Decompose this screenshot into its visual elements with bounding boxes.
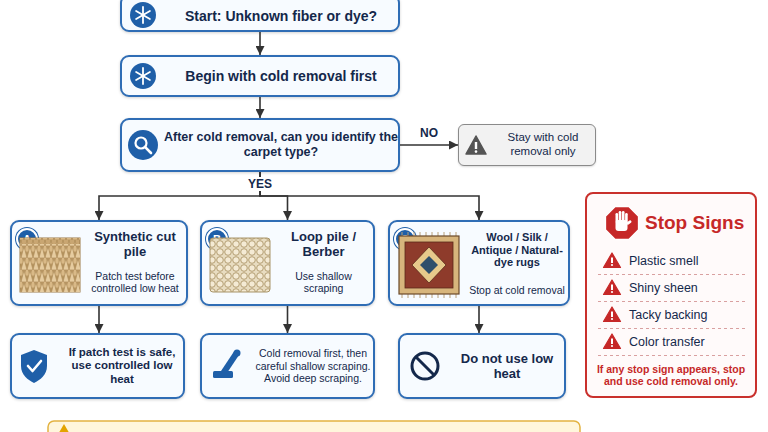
- node-text: Loop pile / Berber: [276, 226, 371, 262]
- node-text: Begin with cold removal first: [162, 57, 400, 95]
- node-text: Plastic smell: [629, 250, 751, 272]
- node-text: Do not use low heat: [452, 335, 562, 397]
- node-text: Stop Signs: [645, 206, 753, 240]
- node-text: Stop at cold removal: [468, 276, 566, 304]
- node-text: Start: Unknown fiber or dye?: [162, 2, 400, 30]
- node-text: A: [18, 230, 36, 248]
- connector-arrow: [287, 306, 289, 333]
- callout-badge: C: [394, 228, 416, 250]
- node-text: Synthetic cut pile: [86, 226, 184, 262]
- note-band: [48, 421, 580, 432]
- process-box: Wool / Silk / Antique / Natural-dye rugs…: [388, 220, 570, 306]
- node-text: Color transfer: [629, 331, 751, 353]
- node-text: C: [396, 230, 414, 248]
- callout-badge: B: [206, 228, 228, 250]
- edge-label: YES: [245, 177, 275, 191]
- node-text: B: [208, 230, 226, 248]
- process-box: Loop pile / BerberUse shallow scraping B: [200, 220, 375, 306]
- process-box: Start: Unknown fiber or dye?: [120, 0, 400, 32]
- node-text: Stay with cold removal only: [493, 125, 593, 164]
- outcome-box: Stay with cold removal only: [458, 124, 596, 166]
- node-text: Cold removal first, then careful shallow…: [254, 335, 372, 397]
- node-text: Tacky backing: [629, 304, 751, 326]
- connector-arrow: [478, 306, 480, 333]
- node-text: Wool / Silk / Antique / Natural-dye rugs: [468, 224, 566, 276]
- callout-badge: A: [16, 228, 38, 250]
- process-box: Begin with cold removal first: [120, 55, 400, 97]
- node-text: After cold removal, can you identify the…: [162, 120, 400, 170]
- note-band-shape: [48, 421, 580, 432]
- process-box: Cold removal first, then careful shallow…: [200, 333, 375, 399]
- node-text: Use shallow scraping: [276, 262, 371, 302]
- connector-arrow: [99, 172, 260, 220]
- note-warning-triangle: [57, 424, 71, 432]
- connector-arrow: [259, 32, 261, 55]
- node-text: If patch test is safe, use controlled lo…: [62, 335, 182, 397]
- node-text: Patch test before controlled low heat: [86, 262, 184, 302]
- edge-label: NO: [417, 126, 441, 140]
- connector-arrow: [400, 144, 458, 146]
- connector-arrow: [260, 172, 479, 220]
- node-text: If any stop sign appears, stop and use c…: [593, 354, 749, 396]
- connector-arrow: [259, 97, 261, 118]
- warning-panel: Stop SignsPlastic smellShiny sheenTacky …: [585, 192, 757, 398]
- process-box: Do not use low heat: [398, 333, 566, 399]
- process-box: After cold removal, can you identify the…: [120, 118, 400, 172]
- process-box: Synthetic cut pilePatch test before cont…: [10, 220, 188, 306]
- node-text: Shiny sheen: [629, 277, 751, 299]
- connector-arrow: [98, 306, 100, 333]
- process-box: If patch test is safe, use controlled lo…: [10, 333, 185, 399]
